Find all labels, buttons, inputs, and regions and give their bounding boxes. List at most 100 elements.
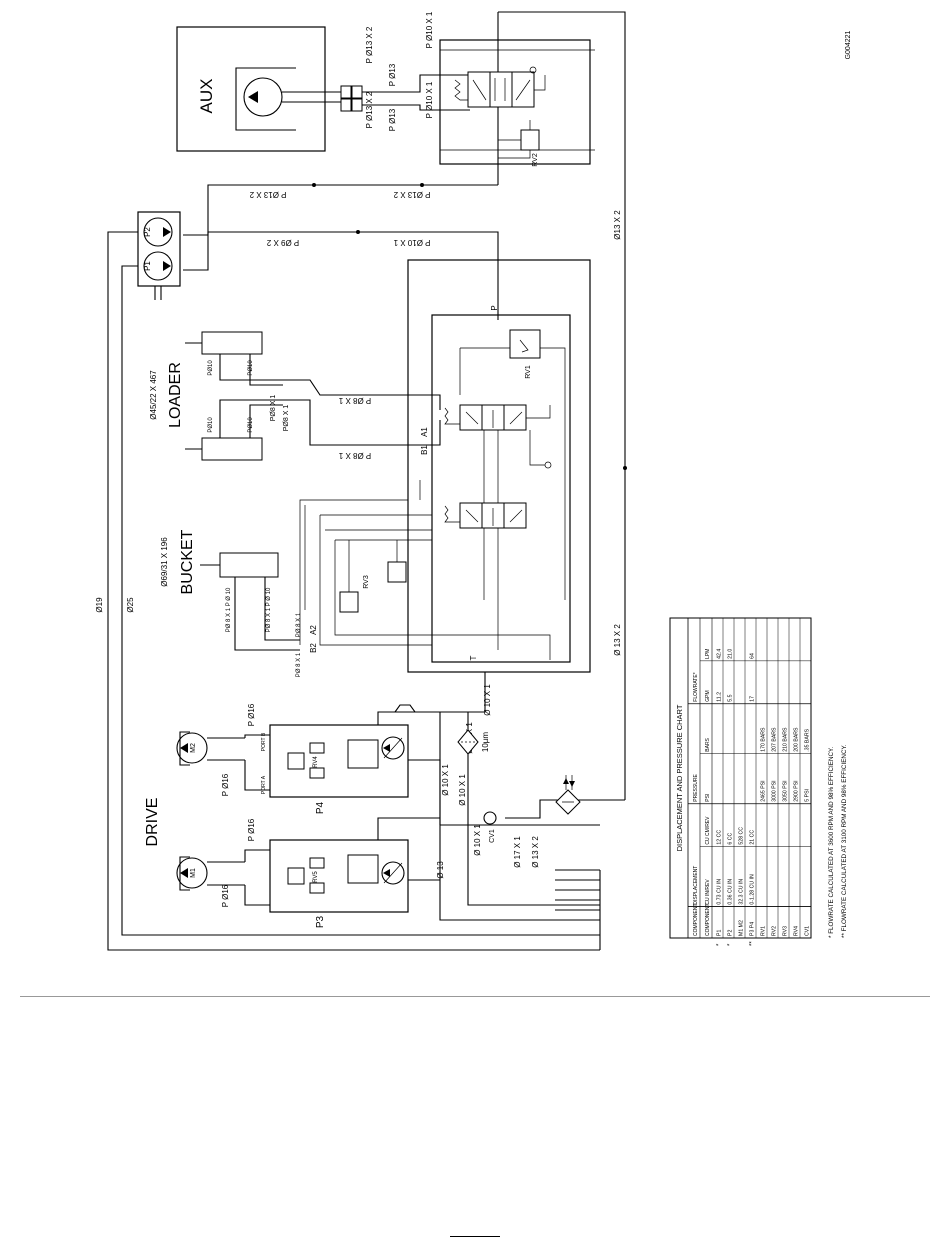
hose-label: Ø 10 X 1 <box>441 764 450 796</box>
hose-label: Ø 13 <box>436 861 445 879</box>
table-cell: 11.2 <box>717 692 723 702</box>
hose-label: Ø 13 X 2 <box>531 836 540 868</box>
drive-label: DRIVE <box>144 798 161 847</box>
aux-lever-knob-icon <box>529 66 537 74</box>
bucket-circuit-lines <box>319 500 551 660</box>
hose-label: P Ø16 <box>247 818 256 841</box>
m1-arrow-icon <box>180 868 188 878</box>
table-cell: 64 <box>750 653 756 659</box>
loader-label: LOADER <box>167 362 184 428</box>
hose-label: P Ø10 X 1 <box>425 11 434 48</box>
loader-spool-icon <box>503 404 527 431</box>
aux-coupler-icon <box>340 98 352 112</box>
rv3-valve-icon <box>387 561 407 583</box>
loader-spool-icon <box>459 404 483 431</box>
rv5-check-icon <box>309 857 325 869</box>
p1-to-loader-line <box>183 231 499 320</box>
bucket-cylinder-icon <box>219 552 279 578</box>
p3-servo-icon <box>347 854 379 884</box>
m2-hoses <box>207 737 245 761</box>
table-cell: 0.36 CU IN <box>728 879 734 905</box>
table-header: LPM <box>705 649 711 659</box>
p4-arrow-icon <box>383 744 390 752</box>
table-group-header: PRESSURE <box>693 774 699 802</box>
table-cell: .35 BARS <box>805 728 811 751</box>
table-body: DISPLACEMENT AND PRESSURE CHARTCOMPONENT… <box>669 617 848 946</box>
table-header: COMPONENT <box>705 904 711 937</box>
hose-label: P Ø16 <box>247 703 256 726</box>
rv4-label: RV4 <box>313 756 319 768</box>
port-p-label: P <box>490 305 499 310</box>
hose-label: P Ø8 X 1 <box>338 451 371 460</box>
table-group-header: FLOWRATE* <box>693 672 699 701</box>
rv5-check-icon <box>309 882 325 894</box>
aux-coupler-icon <box>351 85 363 99</box>
junction-dot <box>356 230 360 234</box>
doc-id: G004221 <box>845 30 852 59</box>
hose-label: PØ 8 X 1 <box>296 612 302 637</box>
table-cell: M1 M2 <box>739 920 745 936</box>
aux-frame <box>176 26 326 152</box>
hose-label: P Ø13 <box>388 108 397 131</box>
rv1-valve-icon <box>509 329 541 359</box>
hose-label: PØ8 X 1 <box>270 395 277 422</box>
table-header: GPM <box>705 690 711 701</box>
p4-label: P4 <box>315 801 326 814</box>
p1-label: P1 <box>143 261 152 271</box>
hose-label: PØ8 X 1 <box>283 405 290 432</box>
spool-interconnects <box>483 430 499 650</box>
p3-pump-icon <box>381 861 405 885</box>
table-cell: P2 <box>728 930 734 936</box>
p3-port-lines <box>244 849 270 906</box>
port-a-label: PORT A <box>261 775 267 794</box>
junction-dot <box>623 466 627 470</box>
bucket-spool-icon <box>459 502 483 529</box>
table-cell: P1 <box>717 930 723 936</box>
p3-block-frame <box>269 839 409 913</box>
table-cell: 0.73 CU IN <box>717 879 723 905</box>
junction-dot <box>420 183 424 187</box>
loader-spool-detail <box>444 407 523 428</box>
p2-arrow-icon <box>163 227 171 237</box>
hose-label: P Ø8 X 1 <box>338 396 371 405</box>
m2-arrow-icon <box>180 743 188 753</box>
p3-arrow-icon <box>383 869 390 877</box>
port-b2-label: B2 <box>309 643 318 653</box>
loader-section: LOADER Ø45/22 X 467 PØ10 PØ10 PØ10 PØ10 … <box>149 331 441 461</box>
rv4-check-icon <box>309 742 325 754</box>
p2-pump-icon <box>143 217 173 247</box>
loader-lever-link <box>529 430 545 466</box>
m1-housing <box>179 856 190 891</box>
cv1-label: CV1 <box>489 829 496 843</box>
p4-pump-icon <box>381 736 405 760</box>
bucket-spool-icon <box>503 502 527 529</box>
hose-label: Ø 10 X 1 <box>458 774 467 806</box>
aux-valve-frame <box>439 39 591 165</box>
table-cell: 17 <box>750 696 756 702</box>
hose-label: PØ 8 X 1 P Ø 10 <box>266 587 272 632</box>
p3-variable-arrow <box>383 862 403 884</box>
p1-pump-icon <box>143 251 173 281</box>
aux-return-line <box>498 11 626 800</box>
filter-label: 10µm <box>481 732 490 753</box>
main-valve-frame <box>431 314 571 663</box>
table-header: PSI <box>705 794 711 802</box>
table-cell: 0-1.28 CU IN <box>750 874 756 905</box>
hose-label: P Ø13 X 2 <box>249 190 286 199</box>
p2-label: P2 <box>143 227 152 237</box>
drive-section: DRIVE M2 P Ø16 P Ø16 PORT B PORT A RV4 P… <box>144 672 625 950</box>
bucket-section: BUCKET Ø69/31 X 196 PØ 8 X 1 P Ø 10 PØ 8… <box>160 529 318 677</box>
aux-section: AUX P Ø13 X 2 P Ø13 X 2 P Ø13 P Ø13 P Ø1… <box>176 11 470 152</box>
hose-label: PØ10 <box>248 360 254 376</box>
hose-label: PØ 8 X 1 <box>296 652 302 677</box>
table-cell: 5.5 <box>728 694 734 701</box>
table-cell: 6 CC <box>728 832 734 844</box>
aux-coupler-icon <box>340 85 352 99</box>
hose-label: Ø25 <box>126 597 135 613</box>
rv1-label: RV1 <box>525 365 532 379</box>
table-cell: CV1 <box>805 926 811 936</box>
p2-to-aux-line <box>183 184 498 236</box>
page-separator <box>20 996 930 997</box>
tank-return-lines <box>555 869 601 950</box>
cooler-flow-icon <box>563 778 575 787</box>
